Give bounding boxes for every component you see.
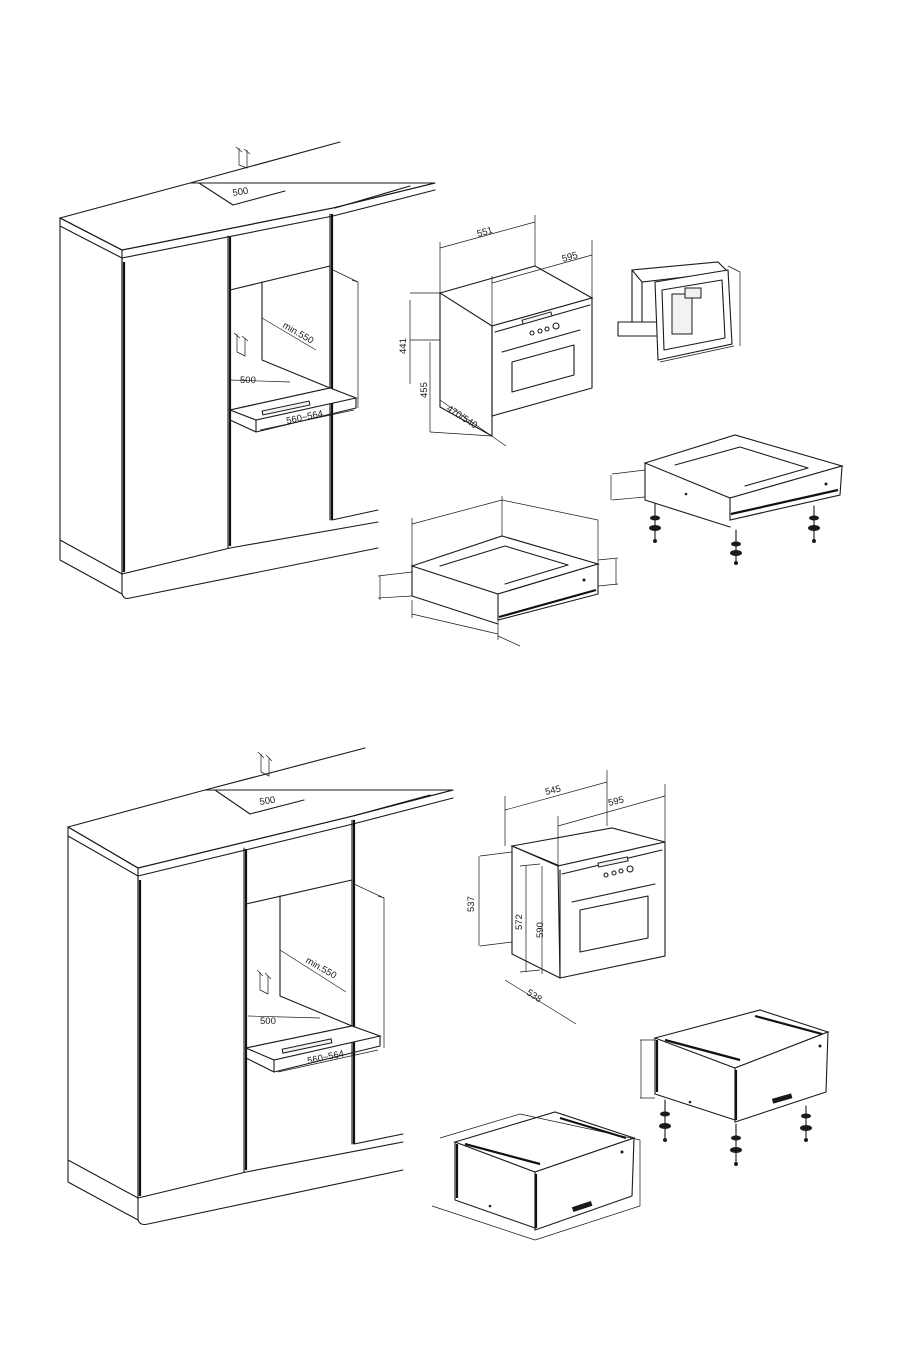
top-diagram: 500 min.550 500 560~564 551 <box>60 142 842 646</box>
top-compact-oven <box>410 215 592 446</box>
top-warming-drawer-left <box>378 496 618 646</box>
bottom-front-height-dim: 590 <box>535 922 546 938</box>
top-coffee-machine <box>618 262 740 362</box>
bottom-inner-height-dim: 572 <box>514 914 525 930</box>
top-appliance-depth-dim: 551 <box>476 225 494 240</box>
top-niche-bottom-width-dim: 500 <box>240 375 256 386</box>
top-cabinet <box>60 142 435 599</box>
top-appliance-width-dim: 595 <box>561 250 579 265</box>
bottom-cabinet <box>68 748 453 1225</box>
top-install-depth-dim: 470/540 <box>444 403 479 431</box>
bottom-appliance-width-dim: 595 <box>607 794 625 809</box>
bottom-diagram: 500 min.550 500 560~564 <box>68 748 828 1240</box>
bottom-niche-bottom-width-dim: 500 <box>260 1016 276 1027</box>
top-niche-depth-dim: min.550 <box>281 320 316 346</box>
top-warming-drawer-right <box>611 435 842 565</box>
bottom-appliance-depth-dim: 545 <box>544 783 562 798</box>
bottom-warming-drawer-right <box>640 1010 828 1166</box>
bottom-built-in-oven <box>479 770 665 1024</box>
bottom-body-height-dim: 537 <box>466 896 477 912</box>
top-niche-height-dim: 455 <box>419 382 430 398</box>
top-appliance-height-dim: 441 <box>398 338 409 354</box>
bottom-warming-drawer-left <box>432 1112 640 1240</box>
